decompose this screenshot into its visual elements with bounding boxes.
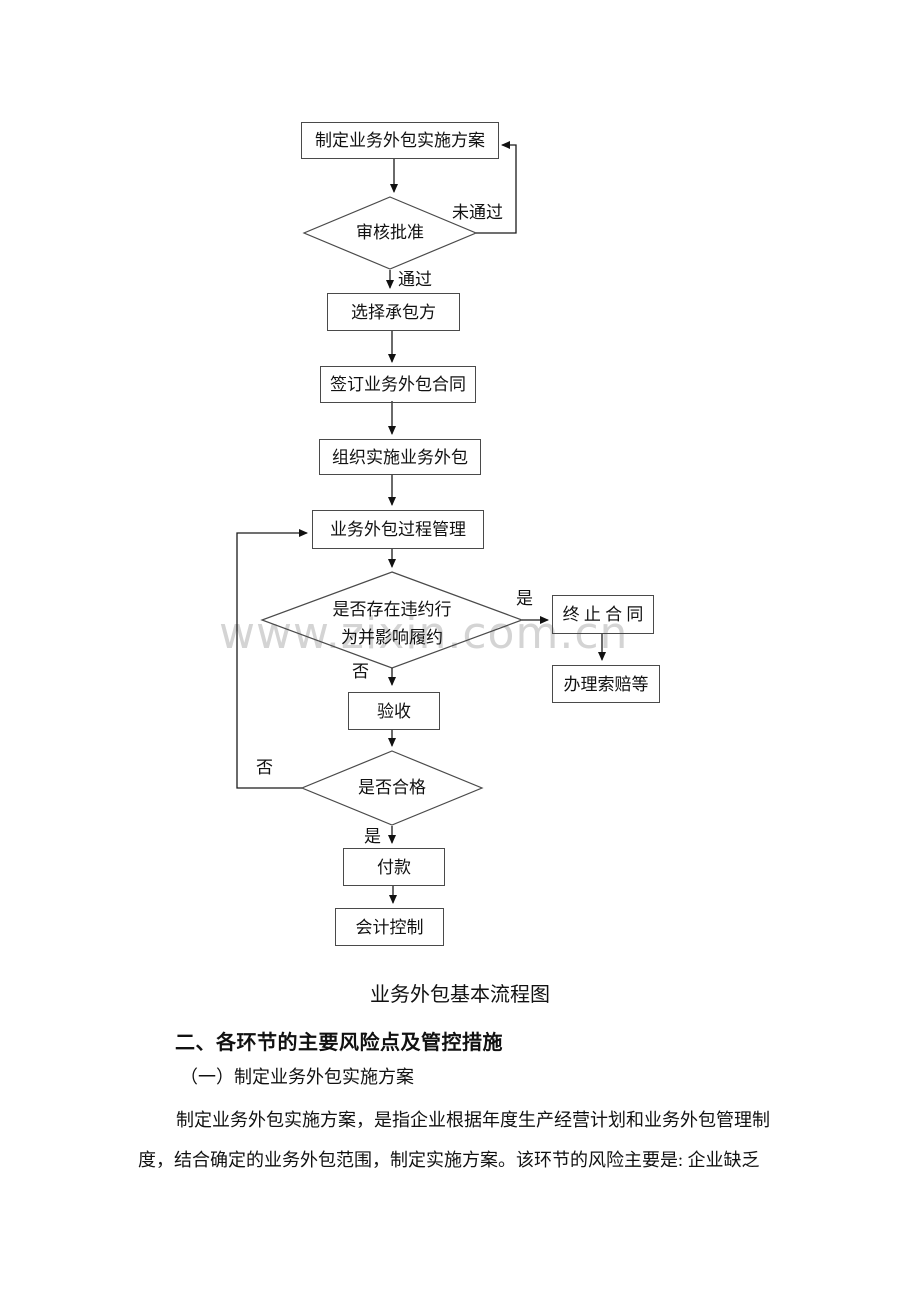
edge-qualified-no-loop — [236, 529, 308, 789]
node-acceptance: 验收 — [348, 692, 440, 730]
edge-label-qualified-no: 否 — [256, 758, 273, 777]
node-payment: 付款 — [343, 848, 445, 886]
edge-notpassed-loop — [476, 141, 517, 234]
sub-heading: （一）制定业务外包实施方案 — [180, 1067, 414, 1087]
node-accounting-control: 会计控制 — [335, 908, 444, 946]
edge-label-breach-no: 否 — [352, 662, 369, 681]
diamond-label-breach-line1: 是否存在违约行 — [332, 600, 452, 619]
node-claims: 办理索赔等 — [552, 665, 660, 703]
edge-label-passed: 通过 — [398, 270, 432, 289]
diamond-label-breach-line2: 为并影响履约 — [341, 628, 443, 647]
node-select-contractor: 选择承包方 — [327, 293, 460, 331]
node-process-mgmt: 业务外包过程管理 — [312, 510, 484, 549]
flowchart-connectors — [236, 141, 606, 904]
paragraph-line-1: 制定业务外包实施方案，是指企业根据年度生产经营计划和业务外包管理制 — [176, 1110, 770, 1130]
node-terminate-contract: 终 止 合 同 — [552, 595, 654, 634]
diamond-breach — [260, 571, 524, 669]
paragraph-line-2: 度，结合确定的业务外包范围，制定实施方案。该环节的风险主要是: 企业缺乏 — [138, 1150, 760, 1170]
node-sign-contract: 签订业务外包合同 — [320, 366, 476, 403]
flowchart-caption: 业务外包基本流程图 — [370, 984, 550, 1006]
diamond-label-qualified: 是否合格 — [358, 778, 426, 797]
edge-label-not-passed: 未通过 — [452, 203, 503, 222]
diamond-qualified — [300, 750, 484, 826]
section-heading: 二、各环节的主要风险点及管控措施 — [175, 1032, 503, 1054]
diamond-review — [302, 196, 478, 270]
body-paragraph: 制定业务外包实施方案，是指企业根据年度生产经营计划和业务外包管理制 度，结合确定… — [138, 1100, 798, 1180]
node-plan: 制定业务外包实施方案 — [301, 122, 499, 159]
edge-label-breach-yes: 是 — [516, 589, 533, 608]
edge-label-qualified-yes: 是 — [364, 827, 381, 846]
node-organize: 组织实施业务外包 — [319, 439, 481, 475]
diamond-label-review: 审核批准 — [356, 223, 424, 242]
